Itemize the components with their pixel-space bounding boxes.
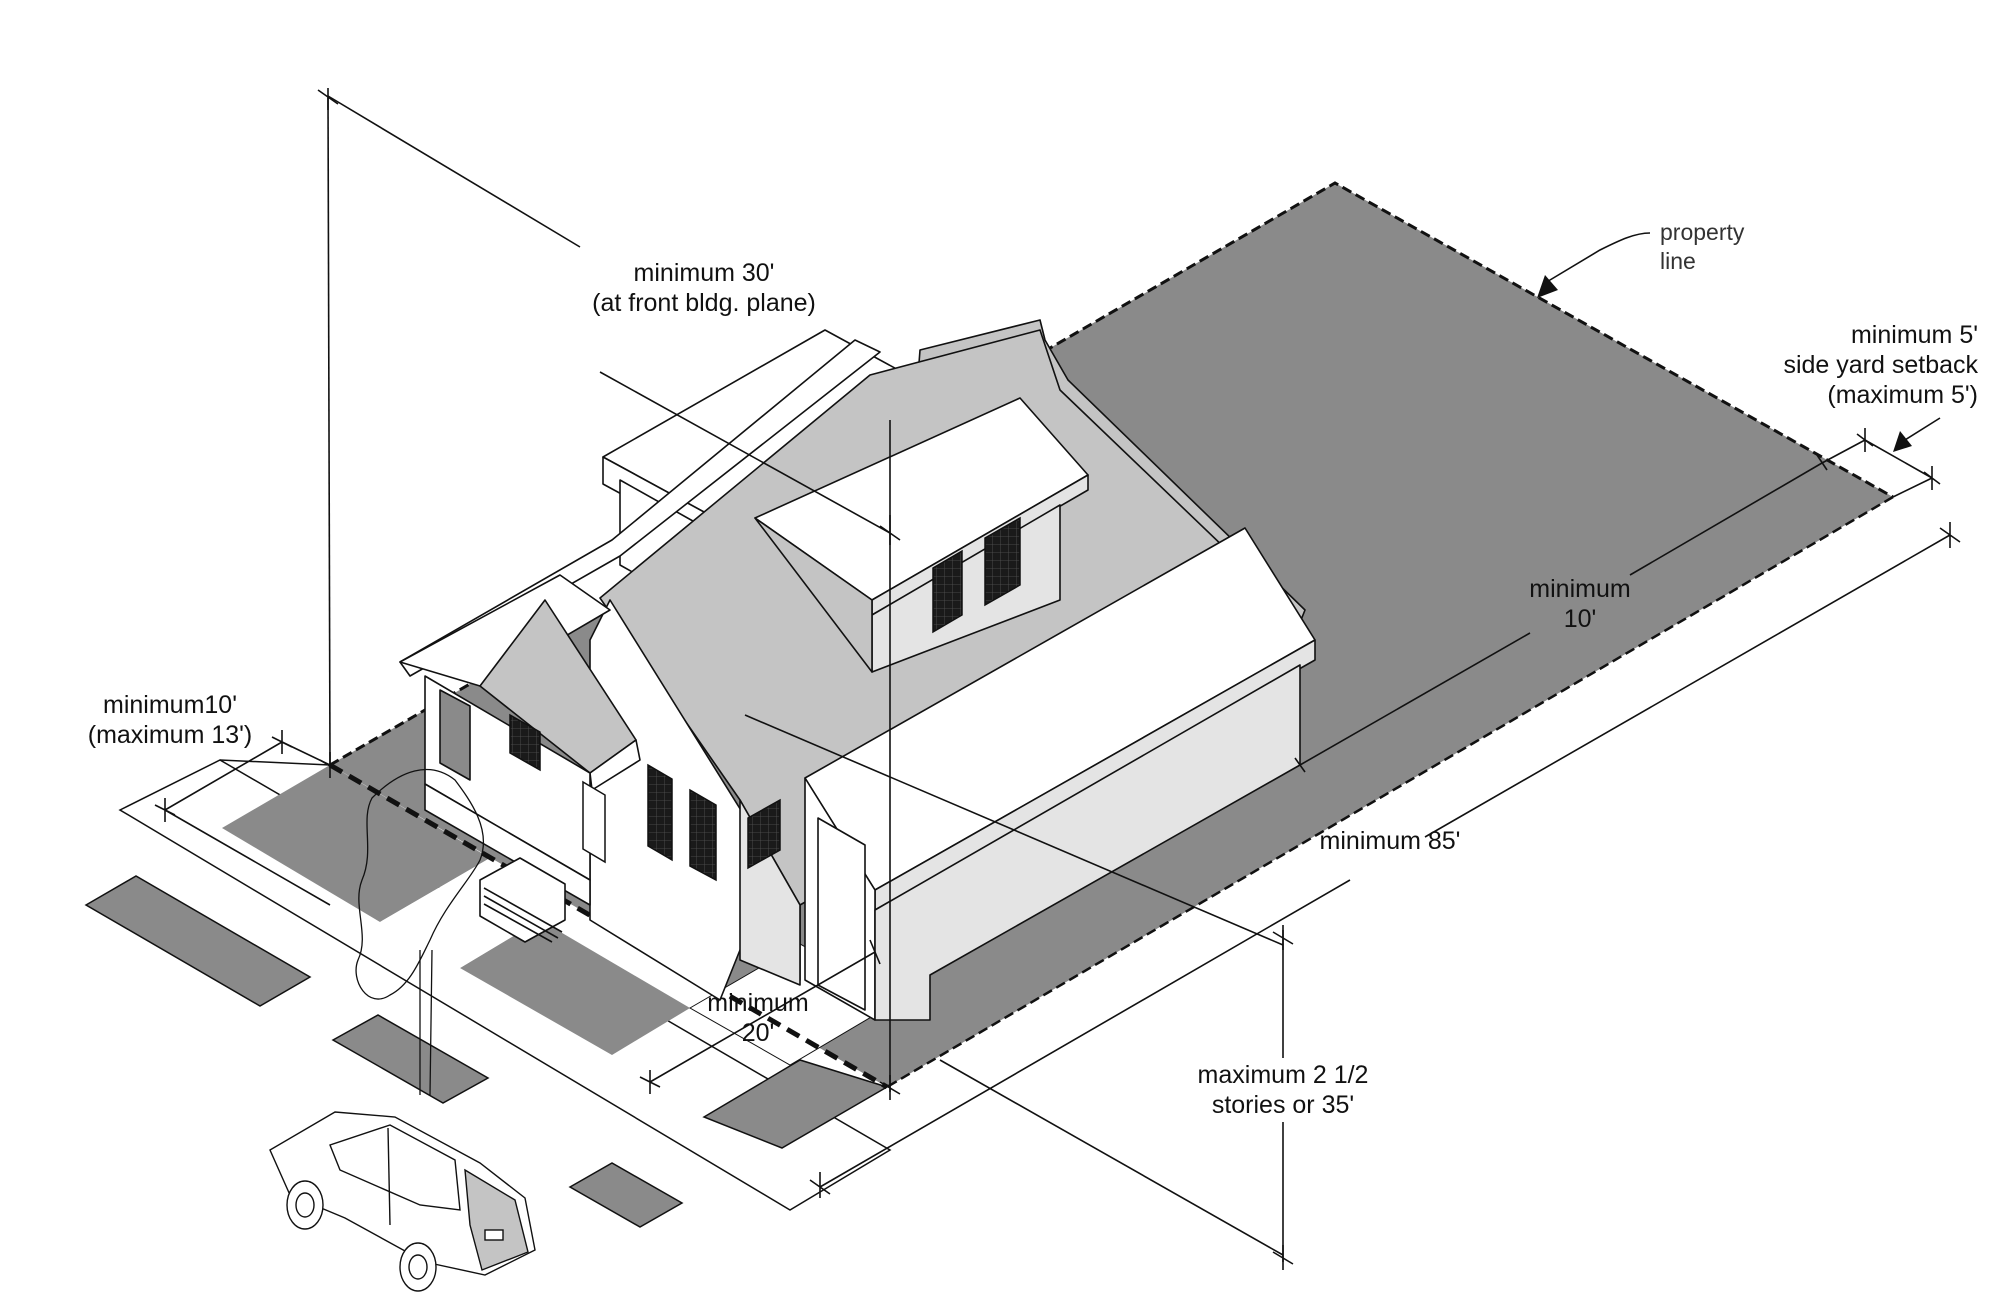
max-height-label: maximum 2 1/2 stories or 35' (1198, 1060, 1369, 1120)
front-setback-label: minimum10' (maximum 13') (88, 690, 253, 750)
rear-setback-line2: 10' (1563, 605, 1597, 633)
street-tree (355, 768, 485, 1096)
garage-setback-label: minimum 20' (707, 988, 808, 1048)
property-line-arrow (1537, 232, 1651, 298)
porch-steps (479, 857, 566, 943)
front-setback-line2: (maximum 13') (87, 721, 253, 749)
windows (509, 516, 1021, 882)
lot-depth-line1: minimum 85' (1319, 827, 1461, 855)
height-front-line1: minimum 30' (633, 259, 775, 287)
max-height-line2: stories or 35' (1211, 1091, 1355, 1119)
rear-setback-label: minimum 10' (1529, 574, 1630, 634)
property-line-line2: line (1660, 248, 1696, 274)
lot-depth-label: minimum 85' (1320, 826, 1461, 856)
height-front-line2: (at front bldg. plane) (592, 289, 816, 317)
side-yard-line1: minimum 5' (1850, 321, 1978, 349)
front-setback-line1: minimum10' (103, 691, 237, 719)
garage-setback-line2: 20' (741, 1019, 775, 1047)
side-yard-line3: (maximum 5') (1827, 381, 1978, 409)
planting-strips (84, 765, 889, 1228)
dimension-lines (154, 88, 1961, 1270)
property-line-line1: property (1660, 219, 1745, 245)
height-front-plane-label: minimum 30' (at front bldg. plane) (592, 258, 816, 318)
side-yard-setback-label: minimum 5' side yard setback (maximum 5'… (1783, 320, 1978, 410)
max-height-line1: maximum 2 1/2 (1197, 1061, 1369, 1089)
side-yard-arrow (1893, 417, 1941, 452)
garage-setback-line1: minimum (707, 989, 809, 1017)
property-line-label: property line (1660, 218, 1744, 276)
rear-setback-line1: minimum (1529, 575, 1631, 603)
side-yard-line2: side yard setback (1783, 351, 1978, 379)
car (269, 1111, 536, 1292)
